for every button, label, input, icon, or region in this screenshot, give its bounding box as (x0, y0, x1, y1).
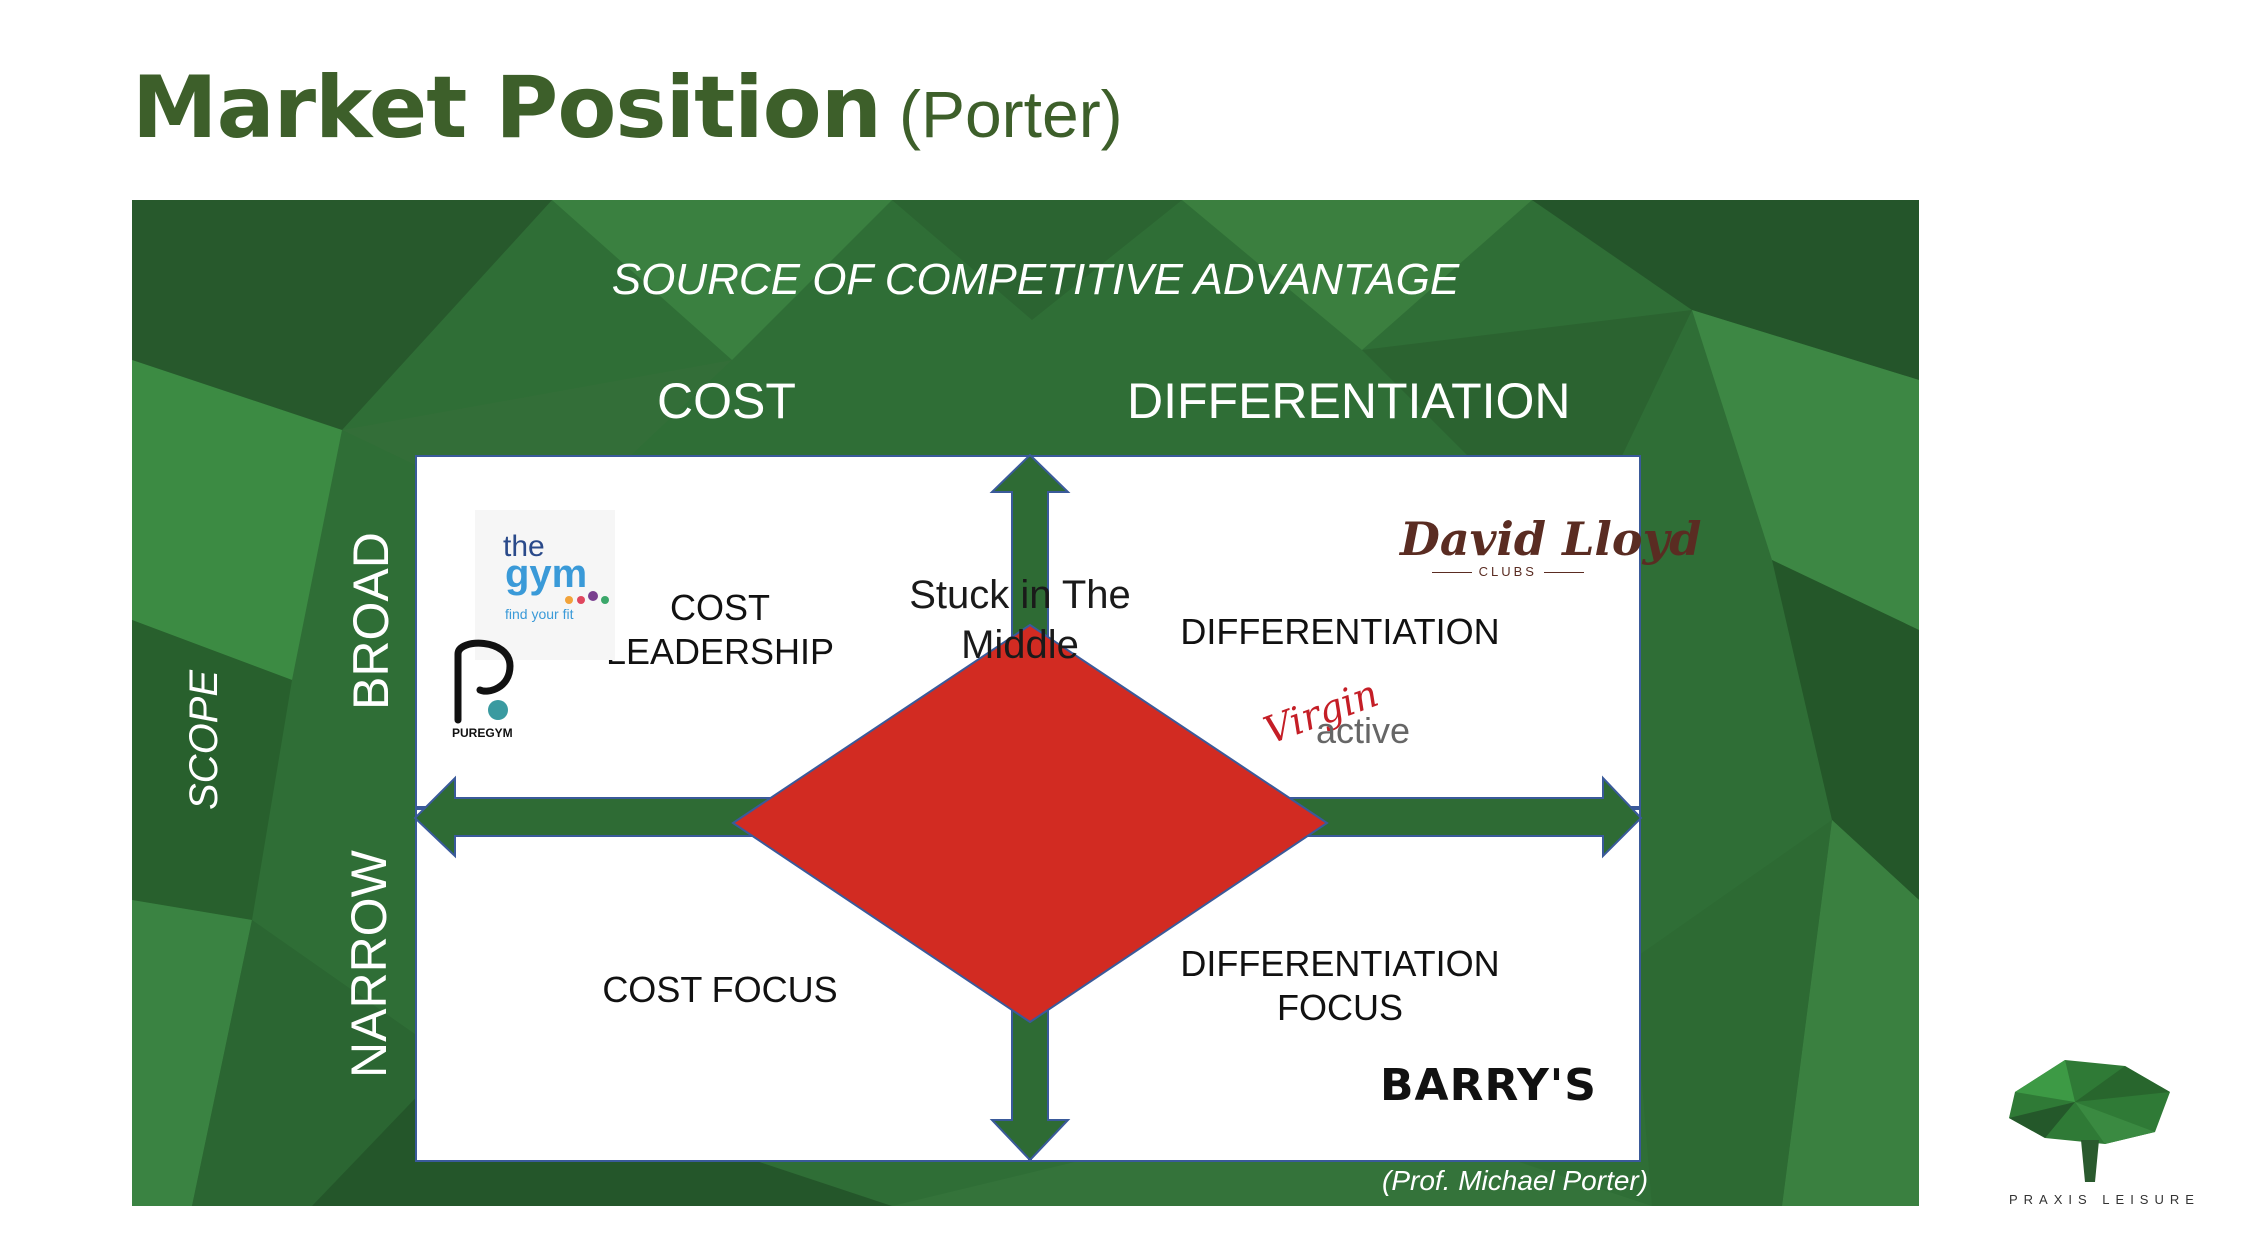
title-subtitle: (Porter) (898, 77, 1123, 151)
cost-leadership-label: COST LEADERSHIP (600, 586, 840, 674)
virgin-active-logo-active: active (1316, 710, 1411, 751)
david-lloyd-logo-name: David Lloyd (1400, 512, 1702, 566)
source-of-advantage-label: SOURCE OF COMPETITIVE ADVANTAGE (611, 255, 1460, 304)
title-main: Market Position (132, 58, 882, 158)
differentiation-focus-label: DIFFERENTIATION FOCUS (1180, 942, 1500, 1030)
stuck-line1: Stuck in The (909, 573, 1131, 617)
cost-leadership-line1: COST (669, 587, 770, 628)
puregym-p-icon (454, 639, 514, 724)
differentiation-focus-line1: DIFFERENTIATION (1180, 943, 1500, 984)
differentiation-column-header: DIFFERENTIATION (1127, 373, 1571, 429)
stuck-in-middle-diamond (731, 623, 1329, 1024)
stuck-in-middle-label: Stuck in The Middle (870, 570, 1170, 670)
credit-note: (Prof. Michael Porter) (1382, 1165, 1649, 1196)
stuck-line2: Middle (961, 623, 1079, 667)
thegym-logo-tagline: find your fit (505, 606, 574, 622)
puregym-logo: PUREGYM (450, 632, 520, 744)
cost-focus-label: COST FOCUS (602, 969, 838, 1010)
thegym-logo-the: the (503, 530, 545, 563)
differentiation-label: DIFFERENTIATION (1180, 611, 1500, 652)
cost-leadership-line2: LEADERSHIP (605, 631, 835, 672)
tree-icon (2009, 1060, 2170, 1182)
puregym-logo-label: PUREGYM (452, 726, 513, 740)
cost-column-header: COST (657, 373, 796, 429)
page-title: Market Position(Porter) (132, 58, 1123, 158)
thegym-dots-icon (565, 591, 609, 604)
praxis-leisure-label: PRAXIS LEISURE (2009, 1192, 2200, 1207)
differentiation-focus-line2: FOCUS (1277, 987, 1403, 1028)
david-lloyd-logo-clubs: CLUBS (1432, 564, 1584, 579)
david-lloyd-clubs-text: CLUBS (1478, 564, 1537, 579)
barrys-logo: BARRY'S (1380, 1060, 1597, 1111)
thegym-logo-gym: gym (505, 552, 588, 596)
thegym-logo: the gym find your fit (475, 510, 615, 660)
praxis-leisure-logo: PRAXIS LEISURE (1995, 1052, 2194, 1207)
